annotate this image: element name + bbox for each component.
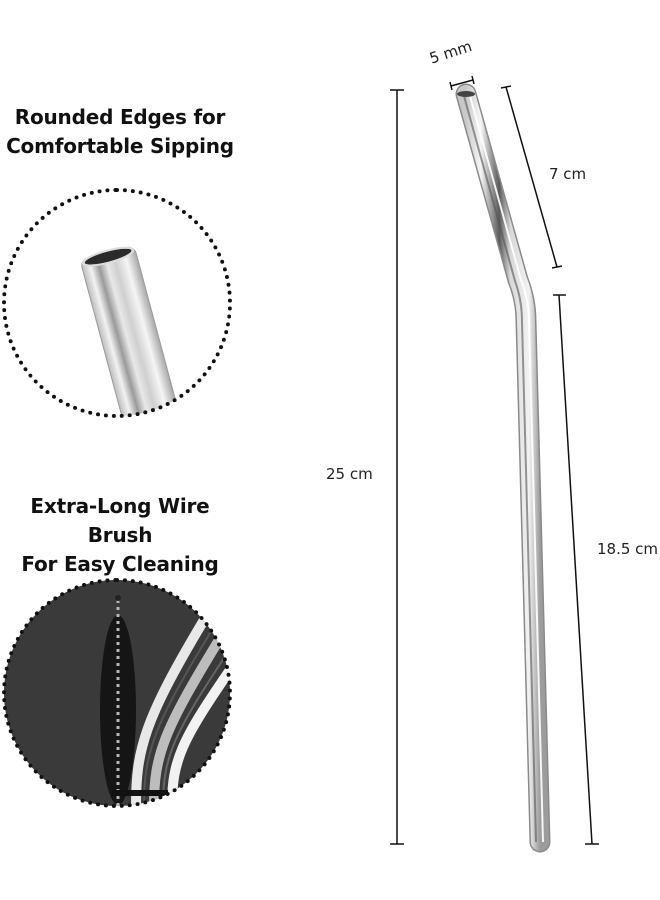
feature-heading-line: Comfortable Sipping: [6, 134, 234, 158]
total-length-label: 25 cm: [326, 465, 373, 483]
feature-heading-line: Rounded Edges for: [14, 105, 226, 129]
feature-rounded-edges-heading: Rounded Edges for Comfortable Sipping: [0, 103, 240, 161]
feature-heading-line: Extra-Long Wire Brush: [30, 494, 210, 547]
straight-section-dimension-marker: [553, 294, 599, 845]
steel-straw: [455, 83, 551, 853]
brush-bristles: [100, 595, 136, 806]
straw-tip-closeup-image: [4, 190, 230, 416]
straw-tip-illustration: [81, 246, 185, 416]
feature-heading-line: For Easy Cleaning: [21, 552, 219, 576]
total-length-dimension-marker: [390, 89, 404, 845]
bent-section-dimension-marker: [500, 85, 563, 269]
cleaning-brush-image: [4, 580, 230, 806]
brush-and-straws-illustration: [100, 595, 230, 806]
bent-section-label: 7 cm: [549, 165, 587, 183]
straight-section-label: 18.5 cm: [597, 540, 659, 558]
diameter-dimension-marker: [449, 75, 475, 91]
feature-wire-brush-heading: Extra-Long Wire Brush For Easy Cleaning: [0, 492, 240, 579]
